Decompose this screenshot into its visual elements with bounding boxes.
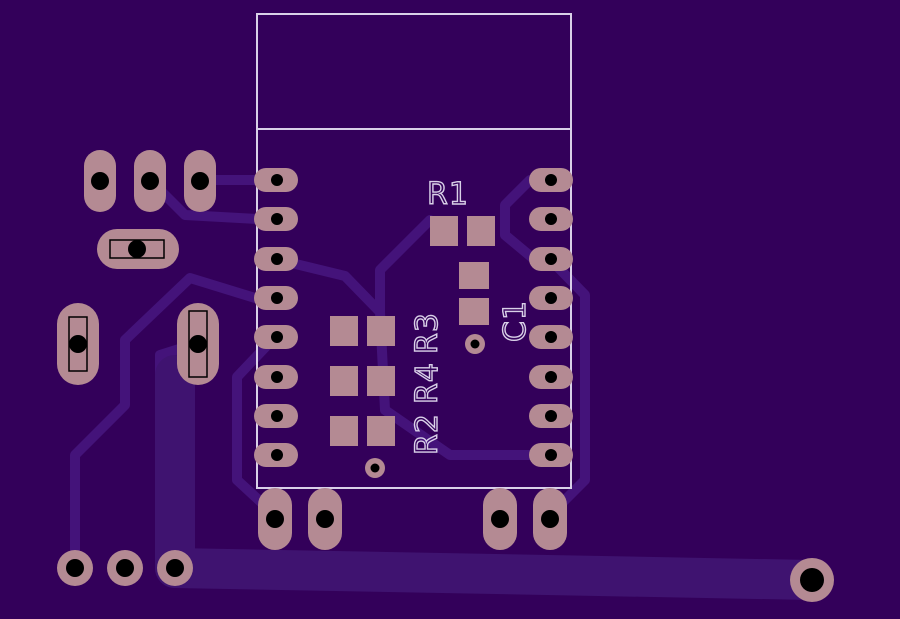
drill-hole	[189, 335, 207, 353]
drill-hole	[271, 253, 283, 265]
drill-hole	[545, 174, 557, 186]
drill-hole	[545, 449, 557, 461]
drill-hole	[128, 240, 146, 258]
drill-hole	[271, 371, 283, 383]
module-right-pads	[529, 168, 573, 467]
silkscreen	[256, 13, 572, 489]
drill-hole	[166, 559, 184, 577]
drill-hole	[470, 339, 480, 349]
drill-hole	[271, 292, 283, 304]
trace-h	[500, 175, 540, 265]
module-bottom-pads	[258, 488, 567, 550]
c1-pad-1	[459, 262, 489, 289]
drill-hole	[116, 559, 134, 577]
vias	[365, 334, 485, 478]
drill-hole	[545, 371, 557, 383]
label-c1: C1	[498, 300, 533, 342]
drill-hole	[271, 174, 283, 186]
mounting-pad	[790, 558, 834, 602]
r2-pad-1	[330, 416, 358, 446]
r3-pad-1	[330, 316, 358, 346]
r4-pad-2	[367, 366, 395, 396]
trace-f	[375, 215, 435, 317]
drill-hole	[271, 410, 283, 422]
drill-hole	[491, 510, 509, 528]
drill-hole	[66, 559, 84, 577]
r1-pad-1	[430, 216, 458, 246]
power-traces	[155, 355, 832, 600]
drill-hole	[141, 172, 159, 190]
drill-hole	[271, 331, 283, 343]
trace-e	[270, 254, 555, 460]
drill-hole	[545, 213, 557, 225]
drill-hole	[191, 172, 209, 190]
drill-hole	[545, 253, 557, 265]
drill-hole	[69, 335, 87, 353]
drill-hole	[271, 213, 283, 225]
drill-hole	[545, 292, 557, 304]
module-outline	[256, 13, 572, 489]
drill-hole	[316, 510, 334, 528]
c1-pad-2	[459, 298, 489, 325]
header-3pin-top	[84, 150, 216, 212]
smd-pads	[330, 216, 495, 446]
drill-hole	[266, 510, 284, 528]
r4-pad-1	[330, 366, 358, 396]
r1-pad-2	[467, 216, 495, 246]
label-r2: R2	[410, 413, 445, 455]
label-r3: R3	[410, 312, 445, 354]
drill-hole	[370, 463, 380, 473]
trace-power-main	[155, 548, 832, 600]
drill-hole	[271, 449, 283, 461]
header-3pin-bottom	[57, 550, 193, 586]
oval-pads-vertical	[57, 303, 219, 385]
drill-hole	[541, 510, 559, 528]
drill-hole	[545, 331, 557, 343]
drill-hole	[800, 568, 824, 592]
label-r4: R4	[410, 362, 445, 404]
label-r1: R1	[427, 177, 469, 212]
r3-pad-2	[367, 316, 395, 346]
trace-g	[545, 254, 590, 520]
oval-pad-horizontal	[97, 229, 179, 269]
r2-pad-2	[367, 416, 395, 446]
drill-hole	[91, 172, 109, 190]
drill-hole	[545, 410, 557, 422]
module-left-pads	[254, 168, 298, 467]
